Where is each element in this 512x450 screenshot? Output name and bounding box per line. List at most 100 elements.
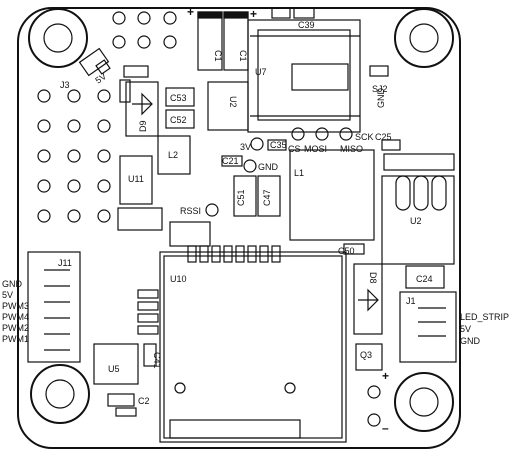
top-pads: [112, 11, 177, 49]
j11-connector: [27, 251, 81, 363]
c52-label: C52: [170, 115, 187, 125]
j11-label: J11: [58, 258, 72, 268]
c41-part: [143, 343, 157, 367]
u2-small-label: U2: [228, 96, 238, 108]
right-pin-label: LED_STRIP: [460, 312, 509, 322]
plus-top-right-label: +: [250, 7, 257, 21]
left-pin-label: PWM2: [2, 323, 29, 333]
l2-label: L2: [168, 150, 178, 160]
r-part-2: [119, 79, 131, 103]
j1-connector: [399, 291, 457, 363]
3v-label: 3V: [240, 142, 251, 152]
u6-label: 5V: [93, 71, 108, 86]
c51-label: C51: [236, 189, 246, 206]
c47-label: C47: [262, 189, 272, 206]
c51-cap: [233, 175, 257, 217]
right-pin-labels: LED_STRIP 5V GND: [460, 312, 509, 346]
resistor-array-left: [117, 207, 163, 231]
u2-small-ic: [207, 81, 249, 131]
left-pin-label: GND: [2, 279, 23, 289]
u7-label: U7: [255, 67, 267, 77]
sj2-label: SJ2: [372, 84, 388, 94]
minus-bottom-label: –: [382, 421, 389, 435]
l2-inductor: [157, 135, 191, 175]
mount-hole-top-right: [394, 8, 454, 68]
j3-label: J3: [60, 80, 70, 90]
sck-label: SCK: [355, 132, 374, 142]
c39-part-b: [293, 7, 315, 19]
c50-part: [343, 243, 365, 255]
c53-label: C53: [170, 93, 187, 103]
mount-hole-bottom-left: [30, 364, 90, 424]
rssi-label: RSSI: [180, 206, 201, 216]
d9-diode: [125, 81, 159, 137]
right-pin-label: 5V: [460, 324, 471, 334]
q3-transistor: [355, 343, 383, 371]
c21-label: C21: [222, 156, 239, 166]
c50-label: C50: [338, 246, 355, 256]
c24-label: C24: [416, 274, 433, 284]
rssi-block: [169, 221, 211, 247]
l1-label: L1: [294, 168, 304, 178]
mosi-label: MOSI: [304, 144, 327, 154]
u10-top-pads: [187, 245, 281, 263]
plus-bottom-label: +: [382, 369, 389, 383]
r-part-1: [123, 65, 149, 78]
cs-label: CS: [288, 144, 301, 154]
d8-label: D8: [368, 272, 378, 284]
d9-label: D9: [138, 120, 148, 132]
c47-cap: [257, 175, 281, 217]
miso-label: MISO: [340, 144, 363, 154]
c39-label: C39: [298, 20, 315, 30]
3v-testpoint: [250, 137, 264, 151]
c35-label: C35: [270, 140, 287, 150]
sj2-pads: [369, 65, 389, 77]
left-pin-label: PWM1: [2, 334, 29, 344]
u10-sd-slot: [159, 251, 347, 443]
left-pin-label: 5V: [2, 290, 13, 300]
j1-label: J1: [406, 296, 416, 306]
c25-part: [381, 139, 401, 151]
mount-hole-top-left: [28, 8, 88, 68]
resistors-left-of-u10: [137, 289, 159, 335]
c52-cap: [165, 109, 195, 129]
right-pin-label: GND: [460, 336, 481, 346]
c35-part: [267, 139, 287, 151]
bottom-testpoint-2: [367, 413, 381, 427]
j3-connector: [78, 47, 111, 77]
c25-label: C25: [375, 132, 392, 142]
u2-ic: [381, 175, 455, 265]
left-pin-labels: GND 5V PWM3 PWM4 PWM2 PWM1: [2, 279, 29, 344]
q3-label: Q3: [360, 350, 372, 360]
c2-part: [107, 393, 135, 407]
c1a-label: C1: [213, 50, 223, 62]
c41-label: C41: [152, 352, 162, 369]
c21-part: [221, 155, 243, 167]
c24-part: [405, 265, 445, 289]
u5-label: U5: [108, 364, 120, 374]
gnd-testpoint: [243, 159, 257, 173]
left-pin-label: PWM3: [2, 301, 29, 311]
c53-cap: [165, 87, 195, 107]
d8-diode: [353, 263, 383, 335]
left-pin-label: PWM4: [2, 312, 29, 322]
left-pad-grid: [37, 89, 111, 223]
l1-inductor: [289, 149, 375, 241]
rssi-pad: [205, 203, 219, 217]
gnd-top-right-label: GND: [376, 88, 386, 109]
board-outline: [17, 7, 461, 449]
right-small-pads: [383, 153, 455, 211]
spi-pads: [291, 127, 353, 141]
plus-top-left-label: +: [187, 5, 194, 19]
mount-hole-bottom-right: [394, 372, 454, 432]
u10-label: U10: [170, 274, 187, 284]
u5-ic: [93, 343, 139, 385]
u11-ic: [119, 155, 153, 205]
u11-label: U11: [128, 174, 144, 184]
c2-label: C2: [138, 396, 150, 406]
c39-part: [271, 7, 291, 19]
c2-part-b: [115, 407, 137, 417]
gnd-mid-label: GND: [258, 162, 279, 172]
bottom-testpoint-1: [367, 385, 381, 399]
